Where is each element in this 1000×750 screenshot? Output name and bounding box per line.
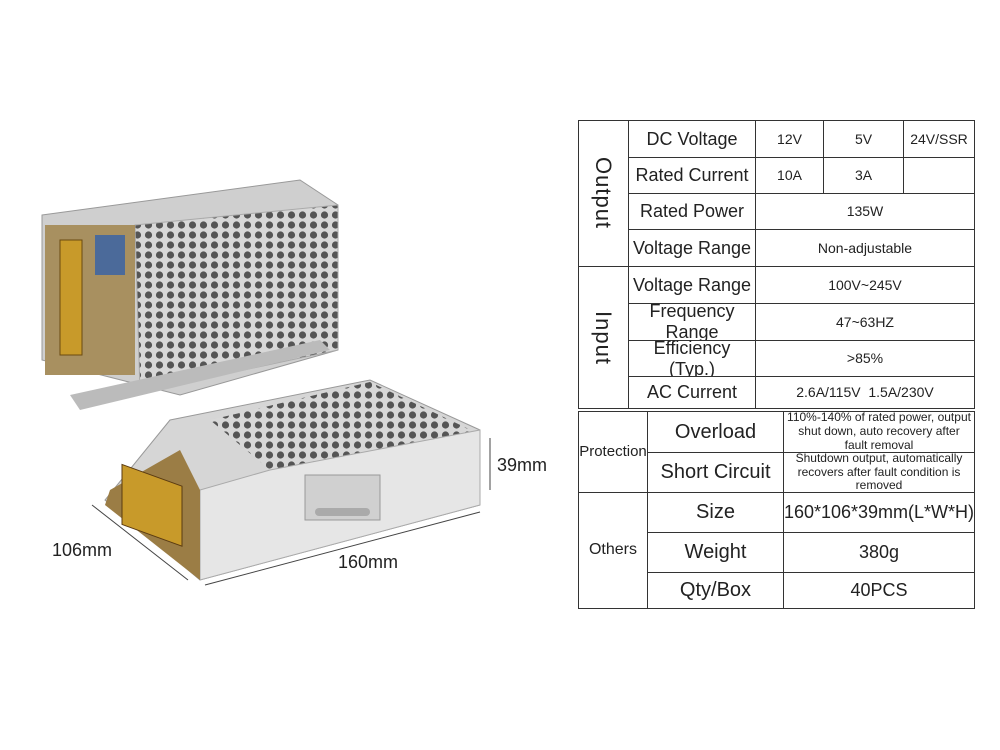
value-output-voltage-range: Non-adjustable: [755, 229, 975, 267]
section-protection: Protection: [578, 411, 648, 493]
value-frequency-range: 47~63HZ: [755, 303, 975, 341]
label-input-voltage-range: Voltage Range: [628, 266, 756, 304]
section-output: Output: [578, 120, 629, 267]
label-efficiency: Efficiency (Typ.): [628, 338, 756, 379]
height-dimension-label: 39mm: [497, 455, 548, 475]
value-qty-box: 40PCS: [783, 572, 975, 609]
label-frequency-range: Frequency Range: [628, 301, 756, 342]
value-dc-voltage-2: 5V: [823, 120, 904, 158]
length-dimension-label: 160mm: [338, 552, 399, 572]
value-overload: 110%-140% of rated power, output shut do…: [783, 410, 975, 453]
label-dc-voltage: DC Voltage: [628, 120, 756, 158]
label-overload: Overload: [647, 411, 784, 453]
value-rated-current-1: 10A: [755, 157, 824, 194]
label-weight: Weight: [647, 532, 784, 573]
width-dimension-label: 106mm: [52, 540, 113, 560]
label-rated-power: Rated Power: [628, 193, 756, 230]
value-dc-voltage-3: 24V/SSR: [903, 120, 975, 158]
power-supply-back: [41, 179, 339, 410]
value-weight: 380g: [783, 532, 975, 573]
label-output-voltage-range: Voltage Range: [628, 229, 756, 267]
label-size: Size: [647, 492, 784, 533]
label-ac-current: AC Current: [628, 376, 756, 409]
value-efficiency: >85%: [755, 340, 975, 377]
section-others: Others: [578, 492, 648, 609]
value-dc-voltage-1: 12V: [755, 120, 824, 158]
value-short-circuit: Shutdown output, automatically recovers …: [783, 451, 975, 493]
value-rated-current-3: [903, 157, 975, 194]
label-short-circuit: Short Circuit: [647, 452, 784, 493]
value-size: 160*106*39mm(L*W*H): [783, 492, 975, 533]
product-photos: [41, 179, 491, 586]
dimension-lines: [91, 438, 491, 586]
power-supply-front: [104, 379, 481, 581]
section-input: Input: [578, 266, 629, 409]
value-rated-power: 135W: [755, 193, 975, 230]
label-rated-current: Rated Current: [628, 157, 756, 194]
value-input-voltage-range: 100V~245V: [755, 266, 975, 304]
value-ac-current: 2.6A/115V 1.5A/230V: [755, 376, 975, 409]
label-qty-box: Qty/Box: [647, 572, 784, 609]
value-rated-current-2: 3A: [823, 157, 904, 194]
